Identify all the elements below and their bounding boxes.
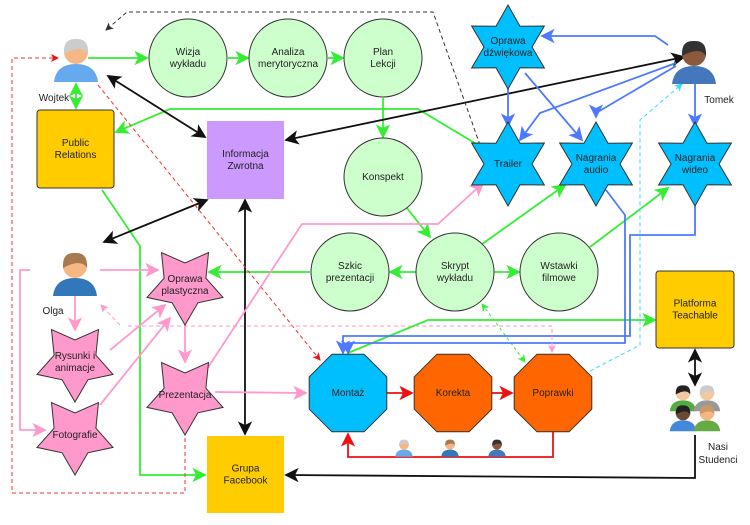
box-pr[interactable] xyxy=(36,109,115,189)
octagon-poprawki[interactable] xyxy=(513,353,593,433)
box-facebook[interactable] xyxy=(207,436,284,513)
arrow xyxy=(589,186,670,248)
node-label: Prezentacja xyxy=(159,390,212,401)
person-name: Tomek xyxy=(704,95,734,106)
star-trailer[interactable] xyxy=(470,120,546,208)
process-circle-konspekt[interactable] xyxy=(343,137,423,217)
star-prezentacja[interactable] xyxy=(146,361,224,436)
node-label: Trailer xyxy=(494,159,523,170)
arrow xyxy=(588,65,677,119)
star-rysunki[interactable] xyxy=(36,328,114,403)
arrow xyxy=(347,312,657,354)
arrow xyxy=(19,269,47,438)
process-circle-wstawki[interactable] xyxy=(519,232,599,312)
arrow xyxy=(99,316,172,406)
box-info[interactable] xyxy=(207,121,284,199)
arrow xyxy=(589,83,683,372)
arrow xyxy=(128,325,556,353)
process-circle-plan[interactable] xyxy=(343,18,423,98)
person-name: Olga xyxy=(42,306,64,317)
process-circle-analiza[interactable] xyxy=(248,18,328,98)
arrow xyxy=(524,72,584,142)
tomek-avatar xyxy=(672,40,716,84)
olga-mini-avatar xyxy=(441,439,459,457)
node-label: Montaż xyxy=(332,388,365,399)
wojtek-avatar xyxy=(54,38,98,82)
star-fotografie[interactable] xyxy=(36,401,114,476)
star-oprawa_dz[interactable] xyxy=(470,3,546,91)
olga-avatar xyxy=(53,252,97,296)
box-platforma[interactable] xyxy=(655,270,735,349)
arrow xyxy=(106,75,207,138)
arrow xyxy=(284,435,696,483)
student-avatar xyxy=(693,385,721,412)
arrow xyxy=(11,54,186,494)
node-label: Poprawki xyxy=(532,388,573,399)
node-label: Fotografie xyxy=(52,430,97,441)
arrow xyxy=(518,62,677,142)
arrow xyxy=(100,304,121,326)
octagon-korekta[interactable] xyxy=(413,353,493,433)
student-avatar xyxy=(669,405,697,432)
arrow xyxy=(335,204,696,355)
wojtek-mini-avatar xyxy=(395,439,413,457)
arrow xyxy=(477,183,567,248)
arrow xyxy=(101,189,207,483)
arrow xyxy=(284,52,686,145)
arrow xyxy=(97,84,321,361)
person-name: Wojtek xyxy=(39,93,70,104)
arrow xyxy=(540,28,669,46)
star-nagr_wideo[interactable] xyxy=(657,120,733,208)
star-oprawa_pl[interactable] xyxy=(146,251,224,326)
process-circle-skrypt[interactable] xyxy=(415,232,495,312)
arrow xyxy=(481,303,526,363)
arrow xyxy=(105,11,481,146)
tomek-mini-avatar xyxy=(488,439,506,457)
arrow xyxy=(405,206,432,239)
arrow xyxy=(102,198,209,244)
arrow xyxy=(204,181,485,373)
star-nagr_audio[interactable] xyxy=(558,120,634,208)
connections xyxy=(11,11,703,494)
arrow xyxy=(214,385,308,401)
arrow xyxy=(340,432,554,458)
process-circle-wizja[interactable] xyxy=(148,18,228,98)
process-circle-szkic[interactable] xyxy=(310,232,390,312)
node-label: Konspekt xyxy=(362,172,404,183)
arrow xyxy=(109,303,167,351)
student-avatar xyxy=(693,405,721,432)
octagon-montaz[interactable] xyxy=(308,353,388,433)
node-label: Korekta xyxy=(436,388,471,399)
